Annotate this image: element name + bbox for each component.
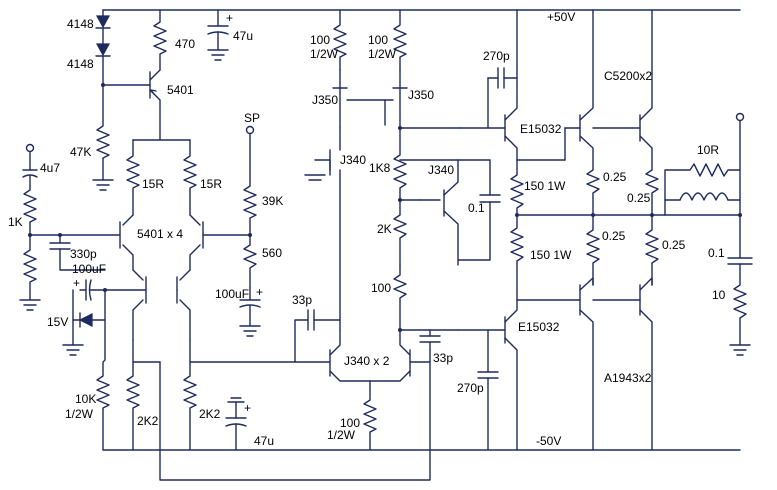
long-tail-pair (104, 139, 251, 341)
j350-b-label: J350 (408, 88, 434, 102)
j350-mirror (332, 9, 408, 129)
resistor-470-label: 470 (175, 37, 195, 51)
j340-b-label: J340 (428, 163, 454, 177)
capacitor-33p-a (294, 309, 341, 363)
resistor-560-label: 560 (262, 246, 282, 260)
capacitor-47u-top-label: 47u (233, 29, 253, 43)
resistor-2k-label: 2K (377, 222, 392, 236)
feedback-network (239, 125, 261, 337)
resistor-10k-watt: 1/2W (65, 407, 94, 421)
diode-lower-label: 4148 (67, 57, 94, 71)
resistor-47k-label: 47K (70, 145, 91, 159)
resistor-2k2-a-label: 2K2 (137, 414, 159, 428)
j350-a-label: J350 (312, 93, 338, 107)
e15032-bottom-label: E15032 (518, 320, 560, 334)
sp-label: SP (244, 111, 260, 125)
capacitor-100uf-b-label: 100uF (215, 287, 249, 301)
capacitor-100uf-a-label: 100uF (72, 262, 106, 276)
capacitor-100uf-input (79, 279, 106, 301)
resistor-39k-label: 39K (262, 194, 283, 208)
resistor-025-b-label: 0.25 (627, 191, 651, 205)
c5200-label: C5200x2 (604, 69, 652, 83)
capacitor-100uf-b-plus: + (256, 285, 263, 299)
resistor-470 (153, 9, 167, 71)
bottom-rail (102, 349, 741, 481)
resistor-47k (92, 84, 114, 191)
lower-resistors (96, 289, 197, 451)
zener-label: 15V (47, 315, 68, 329)
j340x2-label: J340 x 2 (344, 354, 390, 368)
capacitor-0-1-a-label: 0.1 (468, 201, 485, 215)
resistor-10r-label: 10R (697, 143, 719, 157)
vneg-label: -50V (536, 434, 561, 448)
j340-a-label: J340 (340, 153, 366, 167)
capacitor-47u-bottom (225, 397, 247, 451)
transistor-5401 (102, 69, 161, 141)
resistor-150-pair (510, 159, 741, 301)
input-network (19, 143, 121, 311)
diode-4148-upper (95, 9, 111, 45)
diode-4148-lower (95, 43, 111, 86)
resistor-100-c-label: 100 (371, 281, 391, 295)
zener-15v (62, 289, 106, 356)
capacitor-33p-b (419, 329, 441, 351)
transistor-5401-label: 5401 (167, 83, 194, 97)
capacitor-47u-bottom-plus: + (244, 401, 251, 415)
resistor-025-a-label: 0.25 (603, 170, 627, 184)
output-npn-pair (564, 9, 659, 216)
capacitor-33p-b-label: 33p (433, 351, 453, 365)
pair-label: 5401 x 4 (137, 227, 183, 241)
resistor-1k8-label: 1K8 (369, 161, 391, 175)
e15032-top-label: E15032 (520, 122, 562, 136)
resistor-15r-a-label: 15R (142, 177, 164, 191)
capacitor-0-1-b-label: 0.1 (708, 246, 725, 260)
diode-upper-label: 4148 (67, 17, 94, 31)
capacitor-330p-label: 330p (70, 247, 97, 261)
j340-a (304, 127, 341, 331)
resistor-10k-label: 10K (75, 392, 96, 406)
output-network (664, 112, 753, 356)
resistor-10-label: 10 (712, 288, 726, 302)
output-pnp-pair (579, 214, 659, 451)
j340-vas-pair (189, 329, 431, 451)
driver-top (459, 9, 518, 161)
vbe-multiplier (393, 127, 501, 331)
junction-dots (28, 83, 742, 332)
capacitor-47u-bottom-label: 47u (254, 434, 274, 448)
resistor-025-c-label: 0.25 (602, 229, 626, 243)
resistor-100-b-watt: 1/2W (368, 47, 397, 61)
driver-bottom (457, 299, 518, 451)
capacitor-47u-top (207, 9, 229, 61)
resistor-100-d-watt: 1/2W (327, 428, 356, 442)
capacitor-47u-top-plus: + (226, 11, 233, 25)
input-cap-label: 4u7 (40, 161, 60, 175)
resistor-100-a-watt: 1/2W (310, 47, 339, 61)
input-resistor-label: 1K (8, 215, 23, 229)
resistor-150-b-label: 150 1W (530, 248, 572, 262)
resistor-100-d-label: 100 (340, 416, 360, 430)
resistor-025-d-label: 0.25 (662, 238, 686, 252)
resistor-100-b-label: 100 (368, 33, 388, 47)
capacitor-270p-bottom-label: 270p (457, 381, 484, 395)
vpos-label: +50V (547, 10, 575, 24)
a1943-label: A1943x2 (604, 371, 652, 385)
resistor-150-a-label: 150 1W (524, 179, 566, 193)
capacitor-100uf-a-plus: + (73, 276, 80, 290)
resistor-15r-b-label: 15R (200, 177, 222, 191)
resistor-100-a-label: 100 (310, 33, 330, 47)
resistor-2k2-b-label: 2K2 (199, 407, 221, 421)
capacitor-270p-top-label: 270p (483, 49, 510, 63)
capacitor-33p-a-label: 33p (292, 293, 312, 307)
